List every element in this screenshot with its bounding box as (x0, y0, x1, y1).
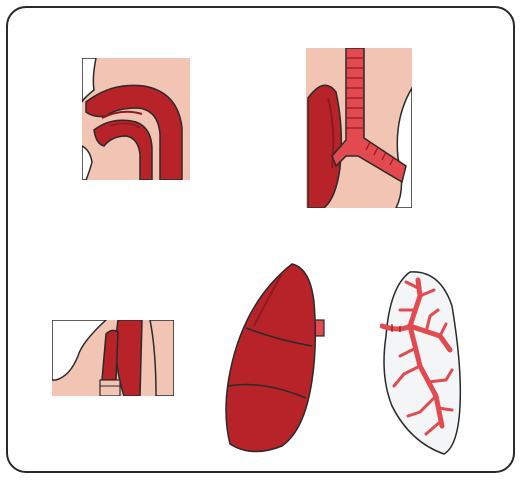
throat-icon (52, 320, 174, 396)
lung-panel (222, 262, 326, 454)
bronchial-tree-panel (380, 266, 462, 458)
nasal-cavity-icon (82, 58, 190, 180)
lung-icon (222, 262, 326, 454)
throat-panel (52, 320, 174, 396)
trachea-icon (306, 48, 412, 208)
nasal-cavity-panel (82, 58, 190, 180)
bronchial-tree-icon (380, 266, 462, 458)
trachea-panel (306, 48, 412, 208)
